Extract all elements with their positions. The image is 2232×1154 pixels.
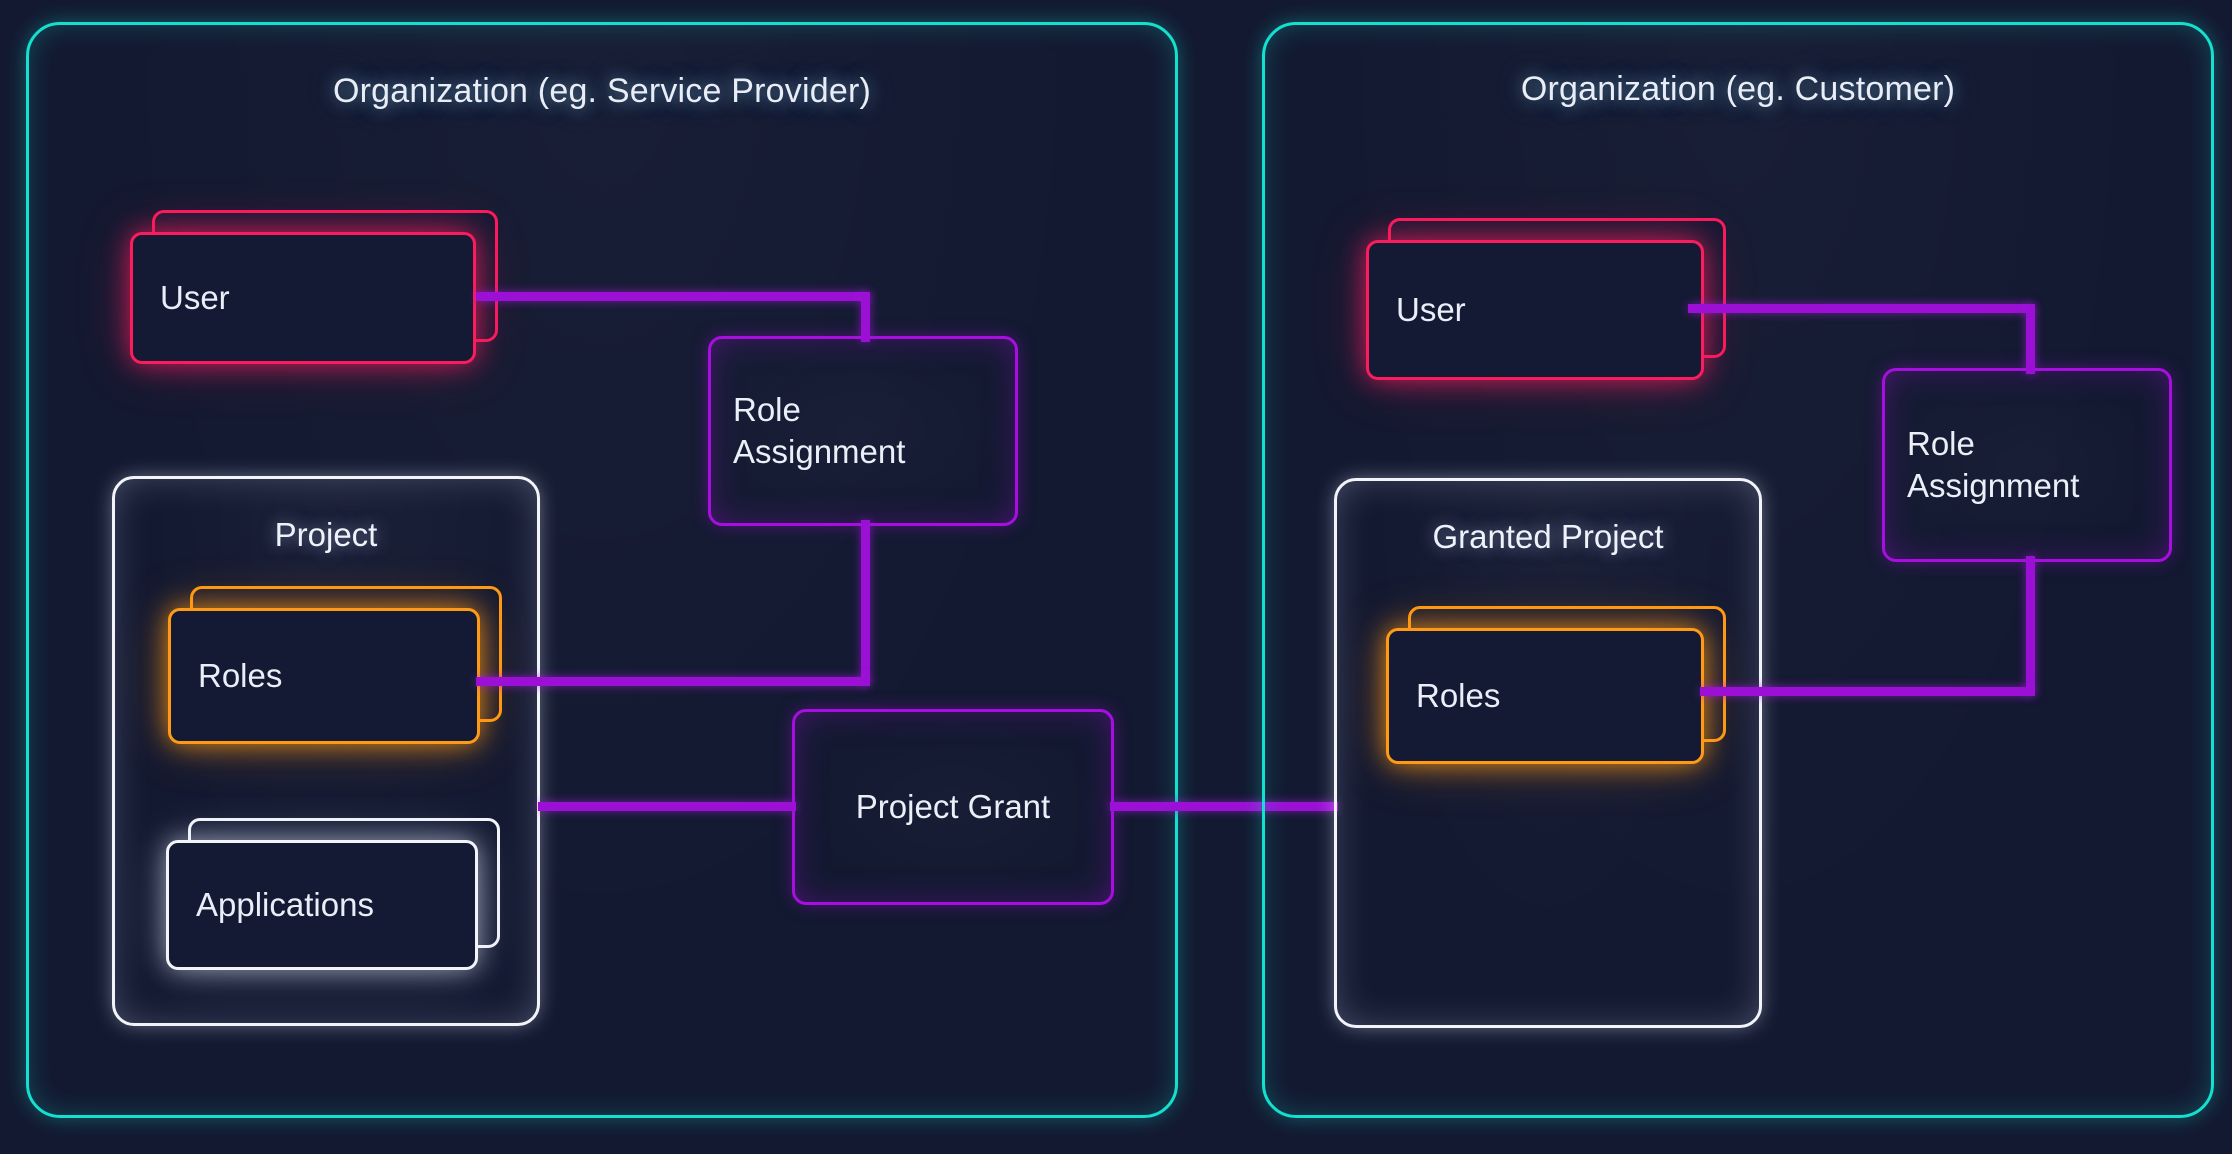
wire-user-to-role-assignment-left-h (476, 292, 870, 301)
wire-user-to-role-assignment-left-v (861, 292, 870, 342)
node-project-title-left: Project (274, 516, 378, 553)
node-label-role-assignment-left: Role Assignment (733, 390, 906, 470)
card-front-plate (1386, 628, 1704, 764)
wire-role-assignment-to-roles-right-v (2026, 556, 2035, 696)
node-roles-right[interactable]: Roles (1386, 606, 1726, 764)
card-front-plate (1366, 240, 1704, 380)
node-label-user-right: User (1396, 291, 1466, 328)
node-label-applications-left: Applications (196, 886, 374, 923)
node-label-user-left: User (160, 279, 230, 316)
card-front-plate (168, 608, 480, 744)
org-title-service-provider: Organization (eg. Service Provider) (332, 72, 871, 110)
node-user-right[interactable]: User (1366, 218, 1726, 380)
wire-user-to-role-assignment-right-v (2026, 304, 2035, 374)
node-project-grant[interactable]: Project Grant (792, 709, 1114, 905)
card-front-plate (130, 232, 476, 364)
wire-role-assignment-to-roles-left-v (861, 520, 870, 686)
wire-role-assignment-to-roles-right-h (1700, 687, 2034, 696)
node-label-role-assignment-right: Role Assignment (1907, 424, 2080, 504)
wire-project-to-project-grant (538, 802, 796, 811)
node-roles-left[interactable]: Roles (168, 586, 502, 744)
node-label-roles-right: Roles (1416, 677, 1501, 714)
wire-user-to-role-assignment-right-h (1688, 304, 2034, 313)
node-role-assignment-right[interactable]: Role Assignment (1882, 368, 2172, 562)
org-container-customer (1262, 22, 2214, 1118)
node-label-project-grant: Project Grant (855, 787, 1051, 825)
node-label-roles-left: Roles (198, 657, 283, 694)
node-applications-left[interactable]: Applications (166, 818, 500, 970)
node-role-assignment-left[interactable]: Role Assignment (708, 336, 1018, 526)
node-user-left[interactable]: User (130, 210, 498, 364)
wire-project-grant-to-granted-project (1110, 802, 1338, 811)
wire-role-assignment-to-roles-left-h (476, 677, 870, 686)
org-title-customer: Organization (eg. Customer) (1520, 70, 1956, 108)
card-front-plate (166, 840, 478, 970)
node-granted-project-title: Granted Project (1432, 518, 1664, 555)
